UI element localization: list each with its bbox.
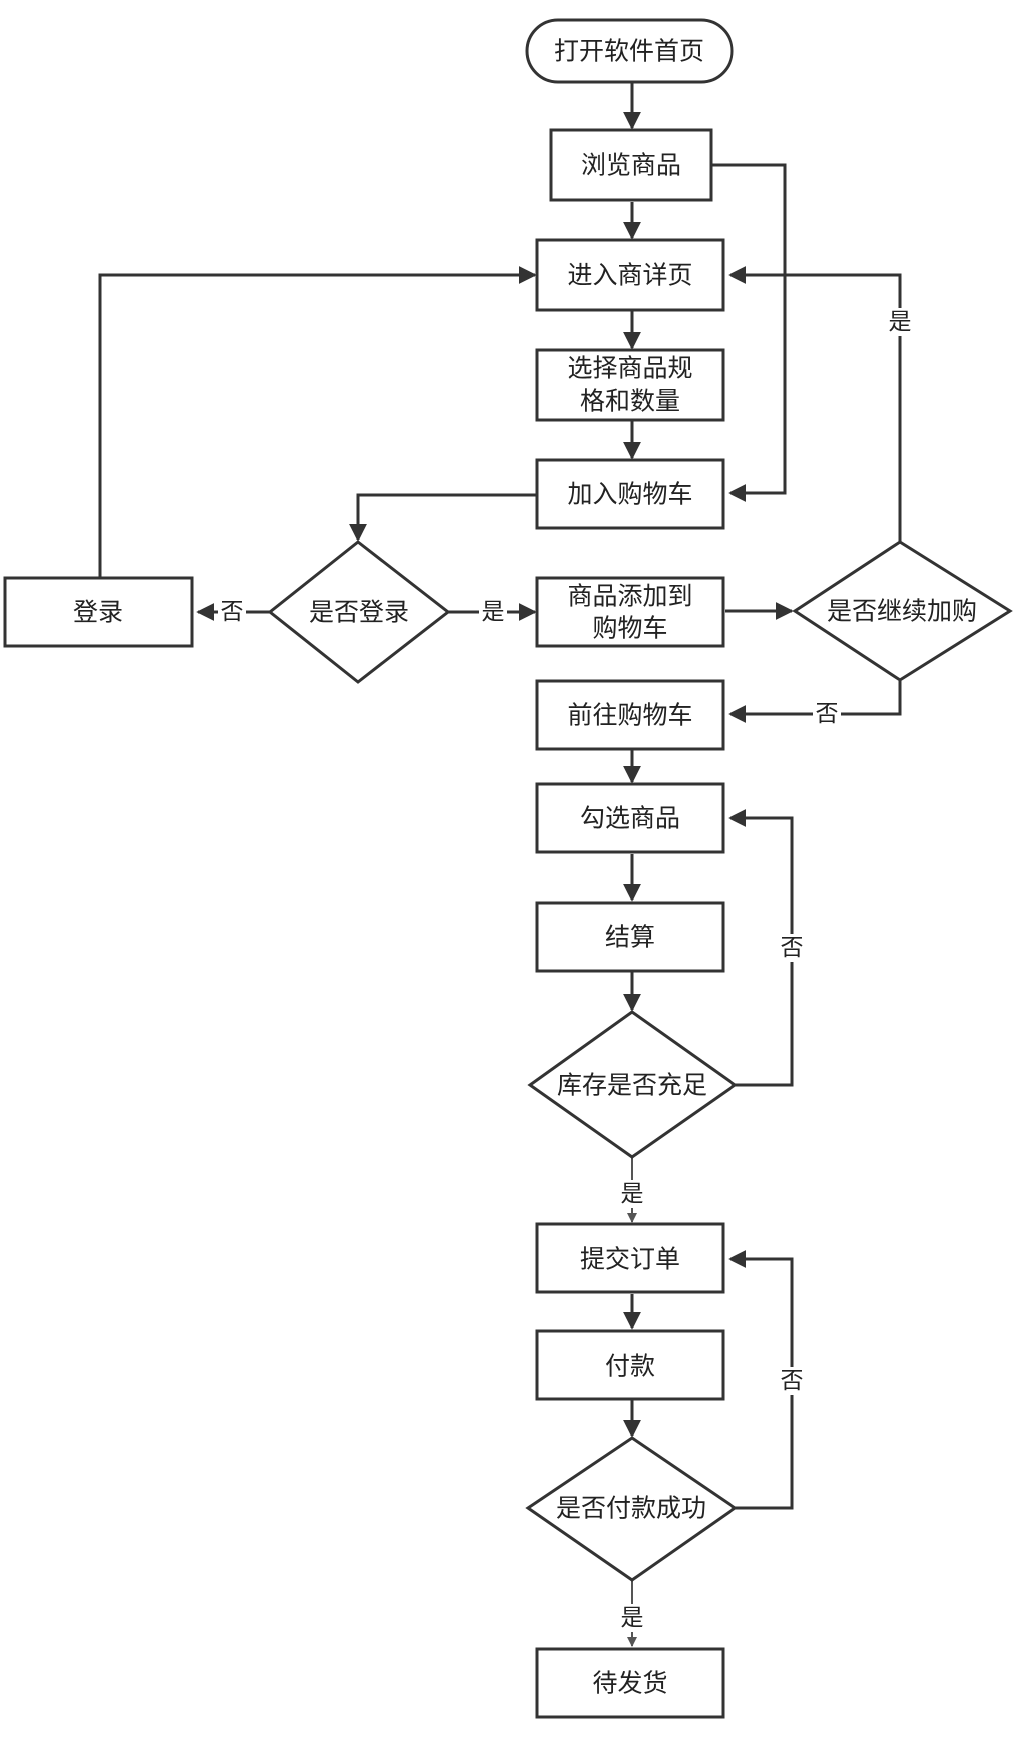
- edge-addcart-islogin: [349, 493, 537, 542]
- node-settle-shape: [535, 901, 725, 973]
- edge-label-pay-yes: 是: [621, 1605, 644, 1631]
- node-islogin-shape: [267, 540, 451, 684]
- connectors: [98, 82, 902, 1647]
- node-submit-shape: [535, 1222, 725, 1294]
- node-added-label-line1: 商品添加到: [567, 582, 692, 611]
- edge-login-detail: [98, 266, 537, 577]
- node-start-label: 打开软件首页: [554, 37, 704, 66]
- edge-label-login-no: 否: [221, 599, 244, 625]
- node-pay-label: 付款: [605, 1352, 655, 1381]
- node-stock-shape: [527, 1010, 738, 1159]
- edge-continue-detail: [728, 266, 902, 542]
- node-addcart-label: 加入购物车: [567, 480, 692, 509]
- node-waitship-shape: [535, 1647, 725, 1719]
- edge-label-pay-no: 否: [781, 1368, 804, 1394]
- edge-label-stock-no: 否: [781, 935, 804, 961]
- node-detail-label: 进入商详页: [567, 261, 692, 290]
- node-browse-label: 浏览商品: [581, 151, 681, 180]
- edge-labels: 否 是 是 否 否 是 否 是: [218, 308, 914, 1632]
- node-added-shape: [535, 576, 725, 648]
- edge-continue-gotocart: [728, 681, 902, 723]
- node-islogin-label: 是否登录: [309, 598, 409, 627]
- node-stock-label: 库存是否充足: [557, 1071, 707, 1100]
- node-pay-shape: [535, 1329, 725, 1401]
- shapes: [3, 18, 1013, 1719]
- node-labels: 打开软件首页 浏览商品 进入商详页 选择商品规 格和数量 加入购物车 登录 是否…: [73, 37, 977, 1698]
- node-settle-label: 结算: [605, 923, 655, 952]
- node-submit-label: 提交订单: [580, 1245, 680, 1274]
- node-payok-shape: [525, 1436, 738, 1582]
- node-gotocart-label: 前往购物车: [567, 701, 692, 730]
- node-waitship-label: 待发货: [592, 1669, 667, 1698]
- node-continue-shape: [792, 540, 1013, 682]
- node-continue-label: 是否继续加购: [827, 597, 977, 626]
- node-payok-label: 是否付款成功: [556, 1494, 706, 1523]
- edge-label-continue-yes: 是: [889, 309, 912, 335]
- node-login-shape: [3, 576, 194, 648]
- node-addcart-shape: [535, 458, 725, 530]
- node-login-label: 登录: [73, 598, 123, 627]
- node-detail-shape: [535, 238, 725, 312]
- node-select-label-line1: 选择商品规: [567, 354, 692, 383]
- node-select-label-line2: 格和数量: [580, 387, 680, 416]
- node-added-label-line2: 购物车: [592, 614, 667, 643]
- node-select-shape: [535, 348, 725, 422]
- edge-label-continue-no: 否: [816, 701, 839, 727]
- edge-label-login-yes: 是: [482, 599, 505, 625]
- node-check-shape: [535, 782, 725, 854]
- node-browse-shape: [549, 128, 713, 202]
- node-gotocart-shape: [535, 679, 725, 751]
- node-start-shape: [525, 18, 734, 84]
- node-check-label: 勾选商品: [580, 804, 680, 833]
- edge-label-stock-yes: 是: [621, 1181, 644, 1207]
- edge-browse-addcart: [712, 163, 787, 502]
